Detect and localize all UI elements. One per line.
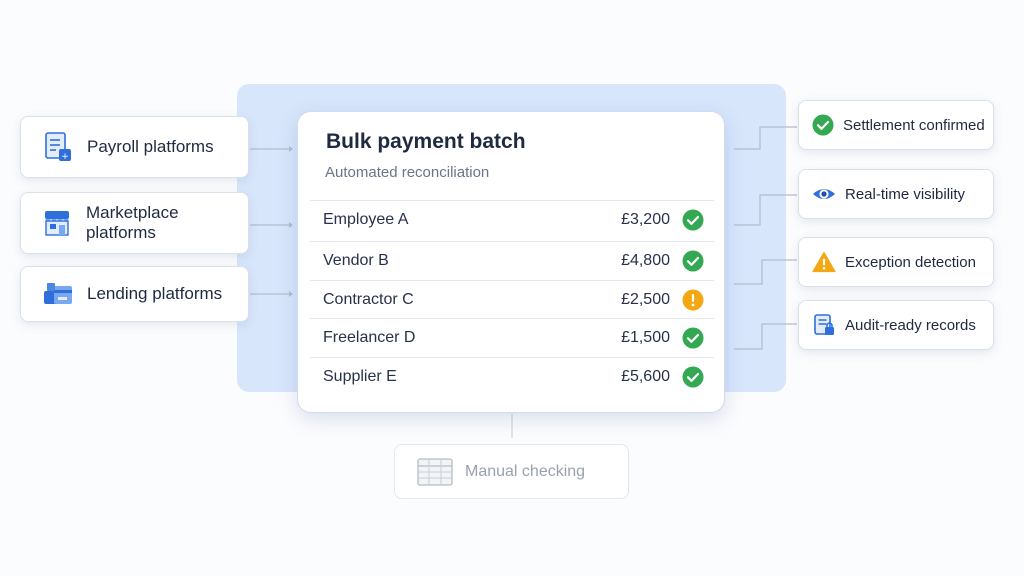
manual-checking-card: Manual checking <box>394 444 629 499</box>
payroll-document-icon: + <box>41 130 75 164</box>
source-card-lending: Lending platforms <box>20 266 249 322</box>
payment-amount: £4,800 <box>621 252 670 269</box>
connector-visibility <box>734 194 797 226</box>
outcome-card-audit: Audit-ready records <box>798 300 994 350</box>
connector-exception <box>734 259 797 285</box>
eye-icon <box>813 189 835 199</box>
connector-audit <box>734 323 797 350</box>
payment-amount: £3,200 <box>621 211 670 228</box>
source-label-lending: Lending platforms <box>87 284 223 303</box>
storefront-icon <box>41 206 74 240</box>
payment-row: Vendor B £4,800 <box>310 241 714 279</box>
payment-row: Contractor C £2,500 <box>310 280 714 318</box>
payment-row: Employee A £3,200 <box>310 200 714 238</box>
check-circle-icon <box>682 209 704 231</box>
manual-checking-label: Manual checking <box>465 462 586 480</box>
outcome-card-settlement: Settlement confirmed <box>798 100 994 150</box>
outcome-label-exception: Exception detection <box>845 253 976 271</box>
outcome-label-visibility: Real-time visibility <box>845 185 966 203</box>
spreadsheet-icon <box>417 457 453 486</box>
payee-name: Supplier E <box>323 368 397 385</box>
outcome-card-exception: Exception detection <box>798 237 994 287</box>
bulk-payment-batch-card: Bulk payment batch Automated reconciliat… <box>297 111 725 413</box>
payment-amount: £2,500 <box>621 291 670 308</box>
source-label-marketplace: Marketplace platforms <box>85 203 179 242</box>
warning-circle-icon <box>682 289 704 311</box>
outcome-label-audit: Audit-ready records <box>845 316 976 334</box>
bank-cards-icon <box>41 277 75 311</box>
payment-row: Freelancer D £1,500 <box>310 318 714 356</box>
check-circle-icon <box>682 327 704 349</box>
outcome-label-settlement: Settlement confirmed <box>843 116 985 134</box>
check-circle-icon <box>682 250 704 272</box>
batch-subtitle: Automated reconciliation <box>325 164 490 181</box>
payee-name: Employee A <box>323 211 409 228</box>
warning-triangle-icon <box>812 251 836 273</box>
connector-settlement <box>734 126 797 150</box>
payment-row: Supplier E £5,600 <box>310 357 714 395</box>
source-card-marketplace: Marketplace platforms <box>20 192 249 254</box>
batch-title: Bulk payment batch <box>326 130 526 153</box>
check-circle-icon <box>812 114 834 136</box>
payment-amount: £1,500 <box>621 329 670 346</box>
payee-name: Vendor B <box>323 252 389 269</box>
svg-text:+: + <box>61 152 69 162</box>
source-label-payroll: Payroll platforms <box>87 137 214 156</box>
check-circle-icon <box>682 366 704 388</box>
records-lock-icon <box>814 314 834 335</box>
source-card-payroll: + Payroll platforms <box>20 116 249 178</box>
payee-name: Freelancer D <box>323 329 416 346</box>
payment-amount: £5,600 <box>621 368 670 385</box>
payee-name: Contractor C <box>323 291 414 308</box>
outcome-card-visibility: Real-time visibility <box>798 169 994 219</box>
